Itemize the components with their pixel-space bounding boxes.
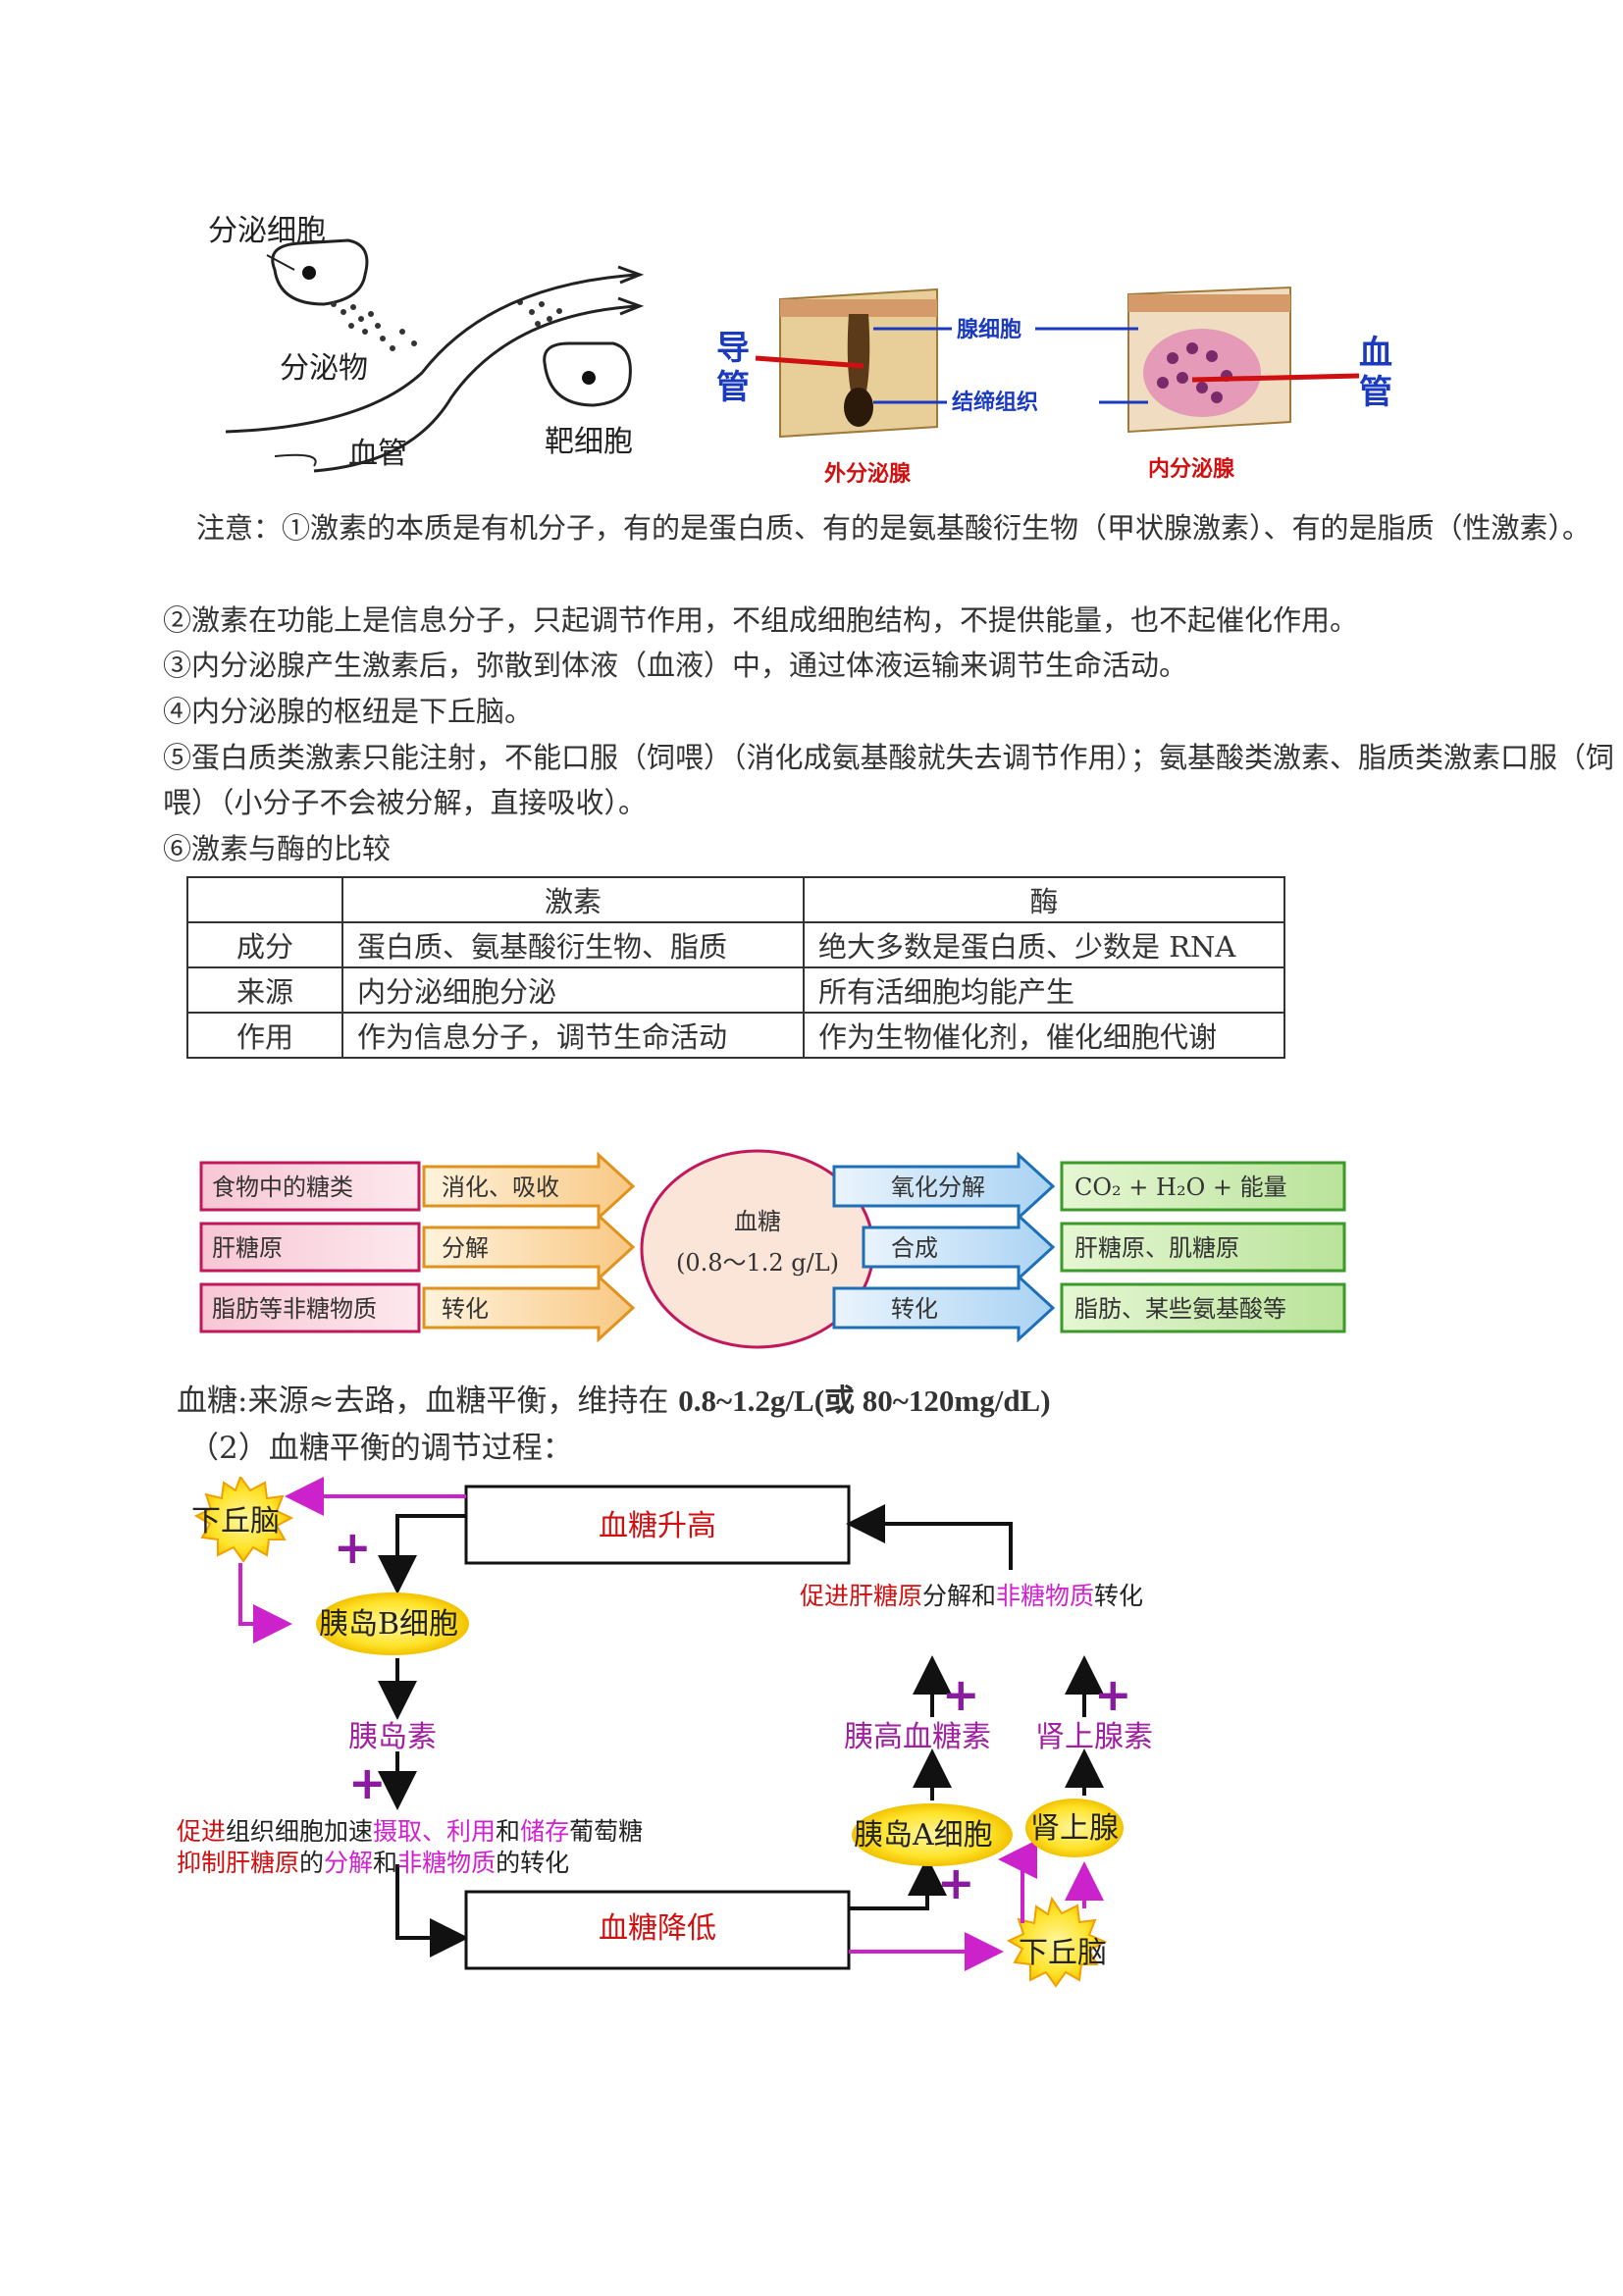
label-high: 血糖升高	[599, 1509, 716, 1543]
adrenal-glow	[1025, 1799, 1124, 1857]
secretion-dots	[331, 299, 562, 351]
label-connective-tissue: 结缔组织	[952, 390, 1038, 415]
label-hypothalamus-top: 下丘脑	[191, 1504, 280, 1539]
input-arrows	[422, 1151, 636, 1343]
secretory-cell	[271, 238, 369, 306]
source-label: 脂肪等非糖物质	[212, 1295, 377, 1323]
label-glucagon: 胰高血糖素	[844, 1720, 991, 1754]
sink-label: CO₂ + H₂O + 能量	[1074, 1174, 1287, 1201]
label-hypothalamus-bottom: 下丘脑	[1019, 1936, 1107, 1970]
sink-label: 脂肪、某些氨基酸等	[1074, 1295, 1286, 1323]
plus-sign: +	[942, 1668, 980, 1721]
label-blood-vessel-right: 血管	[1359, 334, 1392, 412]
b-cell-glow	[316, 1592, 469, 1655]
output-arrow-label: 氧化分解	[891, 1174, 985, 1201]
plus-sign: +	[937, 1856, 975, 1909]
input-arrow-label: 转化	[442, 1295, 489, 1323]
plus-sign: +	[1094, 1668, 1132, 1721]
table-row: 来源 内分泌细胞分泌 所有活细胞均能产生	[186, 966, 1285, 1014]
note-3: ③内分泌腺产生激素后，弥散到体液（血液）中，通过体液运输来调节生命活动。	[163, 649, 1188, 682]
label-blood-vessel: 血管	[348, 437, 407, 471]
note-1: 注意：①激素的本质是有机分子，有的是蛋白质、有的是氨基酸衍生物（甲状腺激素）、有…	[196, 511, 1592, 545]
table-header-row: 激素 酶	[186, 876, 1285, 923]
glucagon-effect: 促进肝糖原分解和非糖物质转化	[800, 1582, 1143, 1610]
label-secretion: 分泌物	[280, 351, 368, 386]
output-arrow-label: 转化	[891, 1295, 938, 1323]
label-insulin: 胰岛素	[348, 1720, 437, 1754]
target-cell	[543, 341, 632, 407]
note-4: ④内分泌腺的枢纽是下丘脑。	[163, 695, 534, 728]
label-a-cell: 胰岛A细胞	[854, 1818, 993, 1852]
glucose-summary: 血糖:来源≈去路，血糖平衡，维持在 0.8~1.2g/L(或 80~120mg/…	[177, 1376, 1051, 1420]
center-title: 血糖	[734, 1208, 781, 1235]
plus-sign: +	[348, 1756, 387, 1809]
low-box	[464, 1890, 851, 1970]
exocrine-block	[779, 287, 938, 439]
endocrine-block	[1127, 286, 1291, 434]
table-row: 作用 作为信息分子，调节生命活动 作为生物催化剂，催化细胞代谢	[186, 1012, 1285, 1059]
source-label: 食物中的糖类	[212, 1174, 353, 1201]
summary-range: 0.8~1.2g/L(或 80~120mg/dL)	[678, 1383, 1051, 1418]
section-heading: （2）血糖平衡的调节过程：	[188, 1431, 573, 1466]
glucose-balance-diagram: 食物中的糖类 肝糖原 脂肪等非糖物质 消化、吸收 分解 转化 血糖 (0.8～1…	[199, 1149, 1346, 1349]
source-boxes	[199, 1161, 421, 1333]
plus-sign: +	[334, 1521, 372, 1574]
input-arrow-label: 消化、吸收	[442, 1174, 559, 1201]
table-row: 成分 蛋白质、氨基酸衍生物、脂质 绝大多数是蛋白质、少数是 RNA	[186, 921, 1285, 968]
table-cell: 作为信息分子，调节生命活动	[341, 1012, 805, 1059]
table-cell: 作为生物催化剂，催化细胞代谢	[803, 1012, 1285, 1059]
table-cell: 内分泌细胞分泌	[341, 966, 805, 1014]
table-header-cell: 激素	[341, 876, 805, 923]
output-arrows	[832, 1151, 1056, 1343]
center-range: (0.8～1.2 g/L)	[676, 1249, 839, 1277]
secretion-diagram: 分泌细胞 分泌物 血管 靶细胞	[208, 214, 645, 473]
label-adrenaline: 肾上腺素	[1035, 1720, 1153, 1754]
table-header-cell	[186, 876, 343, 923]
table-header-cell: 酶	[803, 876, 1285, 923]
sink-boxes	[1060, 1161, 1346, 1333]
table-cell: 所有活细胞均能产生	[803, 966, 1285, 1014]
gland-diagram: 腺细胞 结缔组织 外分泌腺 内分泌腺	[755, 286, 1360, 487]
hypothalamus-bottom	[1006, 1896, 1108, 1988]
input-arrow-label: 分解	[442, 1234, 489, 1262]
a-cell-glow	[852, 1803, 1013, 1866]
label-target-cell: 靶细胞	[545, 425, 633, 459]
label-secretory-cell: 分泌细胞	[208, 214, 326, 248]
label-duct: 导管	[716, 329, 750, 407]
summary-prefix: 血糖:来源≈去路，血糖平衡，维持在	[177, 1383, 679, 1419]
output-arrow-label: 合成	[891, 1234, 938, 1262]
insulin-effect-line1: 促进组织细胞加速摄取、利用和储存葡萄糖	[177, 1817, 643, 1846]
note-5: ⑤蛋白质类激素只能注射，不能口服（饲喂）（消化成氨基酸就失去调节作用）；氨基酸类…	[163, 741, 1615, 819]
regulation-diagram: + + + + + 下丘脑 血糖升高 胰岛B细胞 胰岛素 促进组织细胞加速摄取、…	[177, 1477, 1153, 1988]
label-adrenal: 肾上腺	[1030, 1811, 1119, 1846]
note-2: ②激素在功能上是信息分子，只起调节作用，不组成细胞结构，不提供能量，也不起催化作…	[163, 603, 1359, 637]
label-endocrine: 内分泌腺	[1148, 456, 1235, 482]
high-box	[464, 1485, 851, 1565]
hypothalamus-top	[193, 1477, 294, 1563]
insulin-effect-line2: 抑制肝糖原的分解和非糖物质的转化	[177, 1849, 569, 1877]
table-cell: 蛋白质、氨基酸衍生物、脂质	[341, 921, 805, 968]
table-row-head: 成分	[186, 921, 343, 968]
table-row-head: 来源	[186, 966, 343, 1014]
label-low: 血糖降低	[599, 1911, 716, 1946]
hormone-enzyme-table: 激素 酶 成分 蛋白质、氨基酸衍生物、脂质 绝大多数是蛋白质、少数是 RNA 来…	[186, 876, 1285, 1059]
table-cell: 绝大多数是蛋白质、少数是 RNA	[803, 921, 1285, 968]
label-gland-cell: 腺细胞	[957, 317, 1021, 342]
label-exocrine: 外分泌腺	[824, 461, 912, 487]
source-label: 肝糖原	[212, 1234, 283, 1262]
note-6: ⑥激素与酶的比较	[163, 832, 392, 865]
sink-label: 肝糖原、肌糖原	[1074, 1234, 1239, 1262]
table-row-head: 作用	[186, 1012, 343, 1059]
label-b-cell: 胰岛B细胞	[319, 1607, 458, 1642]
